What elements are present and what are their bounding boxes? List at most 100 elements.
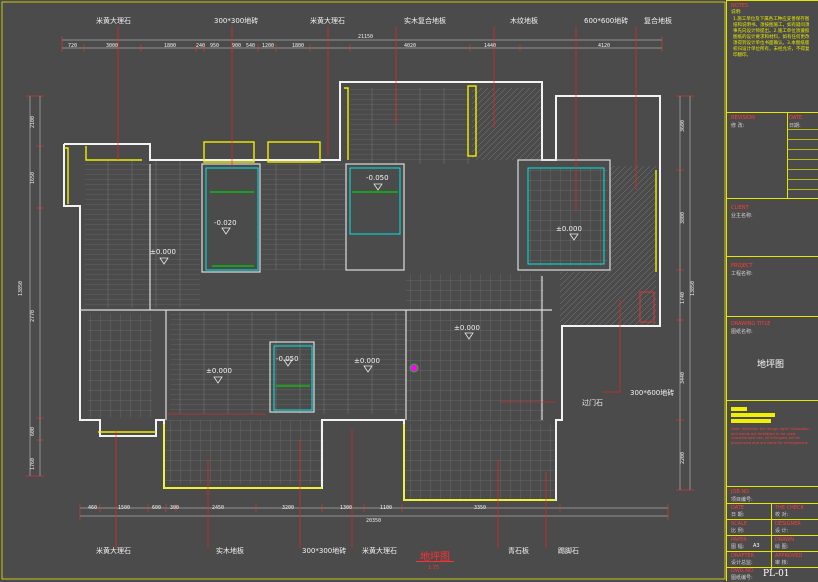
floor-level: -0.050 [366,174,389,182]
notes-header: NOTES [731,3,749,9]
dim-bottom-total: 20350 [366,518,382,524]
dim-left-total: 13850 [18,280,24,296]
notes-text: 1.施工单位及下属各工种应妥善保存图纸和说明书。须按图施工，如有疑问须事先向设计… [733,17,810,58]
interior-walls [80,159,611,420]
dim-bottom: 1500 [118,505,131,511]
dim-right-total: 13850 [690,280,696,296]
info-section: JOB NO 项目编号: DATE 日 期: THE CHECK 校 对: SC… [727,486,818,582]
dim-top: 240 [196,43,206,49]
floor-level: ±0.000 [150,248,176,256]
windows [64,85,657,501]
scale-label: SCALE [731,521,748,527]
callout-label-right: 300*600地砖 [630,389,675,397]
right-dimension-lines [676,95,694,491]
floor-level: -0.020 [214,219,237,227]
drawing-scale: 1:75 [428,565,440,571]
approved-label: APPROVED [775,553,803,559]
dim-bottom: 3350 [474,505,487,511]
callout-label-bottom: 米黄大理石 [96,547,131,555]
floor-level: ±0.000 [206,367,232,375]
title-block: NOTES 说明: 1.施工单位及下属各工种应妥善保存图纸和说明书。须按图施工，… [726,0,818,581]
dim-right: 3600 [680,119,686,132]
left-dimension-lines [26,95,44,477]
drawn-cn: 绘 图: [775,544,789,550]
dim-top: 4020 [404,43,417,49]
paper-value: A3 [753,543,760,549]
callout-label-top: 600*600地砖 [584,17,629,25]
drawing-title-cn: 图纸名称: [731,329,753,335]
job-no-cn: 项目编号: [731,497,753,503]
floor-level: -0.050 [276,355,299,363]
floor-level: ±0.000 [556,225,582,233]
callout-label-top: 米黄大理石 [310,17,345,25]
check-cn: 校 对: [775,512,789,518]
revision-cn: 修 改: [731,123,745,129]
client-label: CLIENT [731,205,749,211]
dwg-no-cn: 图纸编号: [731,575,753,581]
drawing-frame [1,1,726,580]
drawn-label: DRAWN [775,537,794,543]
level-markers [159,183,579,384]
dwg-no-value: PL-01 [763,569,790,579]
approved-cn: 审 核: [775,560,789,566]
notes-section: NOTES 说明: 1.施工单位及下属各工种应妥善保存图纸和说明书。须按图施工，… [727,0,818,113]
dim-bottom: 3200 [282,505,295,511]
paper-cn: 图 幅: [731,544,745,550]
drawing-name: 地坪图 [757,360,785,370]
dim-top: 900 [232,43,242,49]
callout-label-top: 复合地板 [644,17,672,25]
copyright-section: Note: Attention the design right. Illust… [727,400,818,487]
client-cn: 业主名称: [731,213,753,219]
callout-label-bottom: 踢脚石 [558,547,579,555]
callout-label-top: 300*300地砖 [214,17,259,25]
drawing-title-label: DRAWING TITLE [731,321,771,327]
top-dimension-lines [61,36,663,52]
title-underline [416,561,454,562]
date-label: DATE [789,115,803,121]
dim-top: 4120 [598,43,611,49]
dwg-no-label: DWG NO. [731,568,755,574]
notes-label: 说明: [731,10,742,15]
dim-right: 3440 [680,371,686,384]
date-cn: 日期: [789,123,801,129]
drawing-title: 地坪图 [420,552,450,563]
dim-top: 1800 [292,43,305,49]
date-label: DATE [731,505,745,511]
callout-label-bottom: 实木地板 [216,547,244,555]
dim-left: 2100 [30,115,36,128]
dim-bottom: 1300 [340,505,353,511]
callout-label-top: 木纹地板 [510,17,538,25]
dim-bottom: 300 [170,505,180,511]
project-label: PROJECT [731,263,753,269]
dim-left: 1760 [30,457,36,470]
callout-label-top: 米黄大理石 [96,17,131,25]
dim-left: 600 [30,426,36,436]
dim-left: 1650 [30,171,36,184]
dim-bottom: 2450 [212,505,225,511]
job-no-label: JOB NO [731,489,750,495]
project-section: PROJECT 工程名称: [727,256,818,317]
client-section: CLIENT 业主名称: [727,198,818,257]
drawing-title-section: DRAWING TITLE 图纸名称: 地坪图 [727,316,818,401]
dim-top: 950 [210,43,220,49]
callout-label-top: 实木复合地板 [404,17,446,25]
dim-right: 2200 [680,451,686,464]
fixtures [210,191,398,387]
floor-fills [85,88,656,500]
dim-right: 1740 [680,291,686,304]
check-label: THE CHECK [775,505,804,511]
revision-label: REVISION [731,115,755,121]
dim-bottom: 1100 [380,505,393,511]
stair-block [639,291,655,323]
dim-bottom: 460 [88,505,98,511]
floor-level: ±0.000 [354,357,380,365]
project-cn: 工程名称: [731,271,753,277]
dim-top: 1800 [164,43,177,49]
drafter-cn: 设计总监: [731,560,753,566]
dim-top: 720 [68,43,78,49]
designer-label: DESIGNER [775,521,801,527]
floor-level: ±0.000 [454,324,480,332]
paper-label: PAPER [731,537,747,543]
dim-left: 2770 [30,309,36,322]
